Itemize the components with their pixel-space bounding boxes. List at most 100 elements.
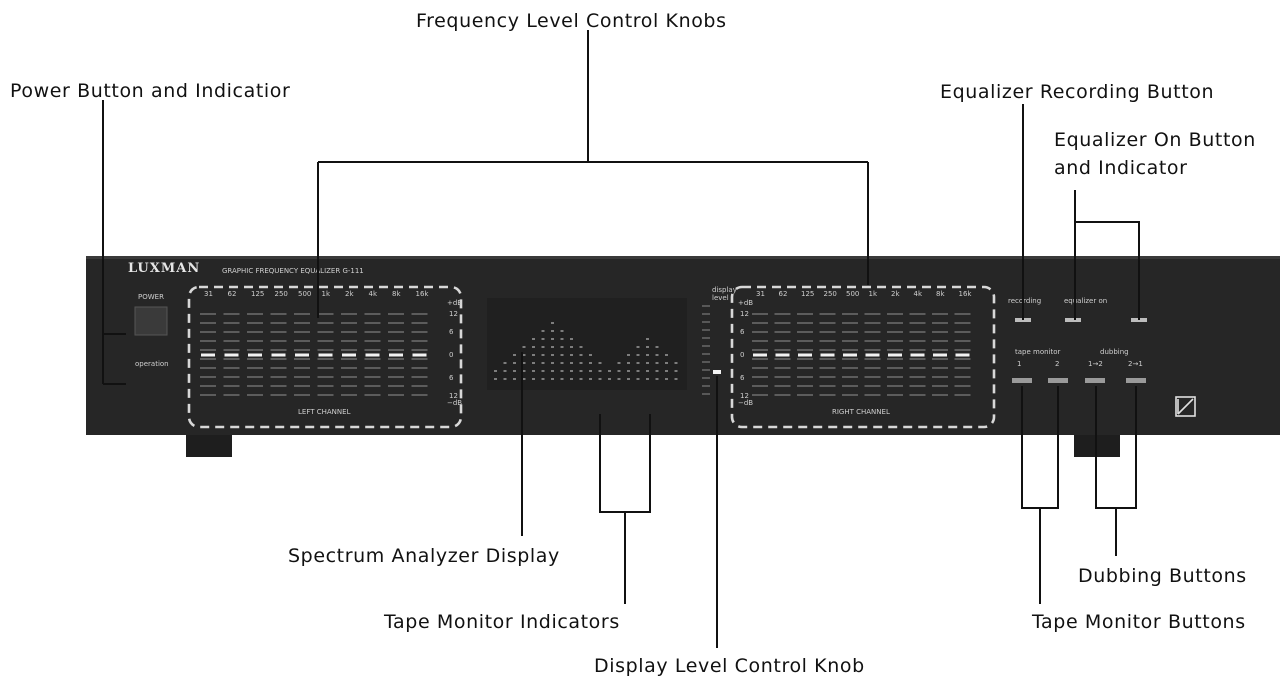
right-scale-1: 6 (740, 328, 745, 336)
level-text: level (712, 294, 729, 302)
right-band-label-1k: 1k (869, 290, 878, 298)
spectrum-dot (655, 362, 659, 364)
spectrum-dot (513, 370, 516, 372)
spectrum-dot (560, 330, 564, 332)
spectrum-dot (551, 362, 554, 364)
right-level-knob-4k[interactable] (910, 353, 925, 357)
left-level-knob-125[interactable] (248, 353, 262, 357)
spectrum-dot (627, 362, 630, 364)
dubbing-2-1-button[interactable] (1126, 378, 1146, 383)
display-level-marks (702, 305, 710, 395)
right-level-knob-31[interactable] (753, 353, 767, 357)
left-level-knob-8k[interactable] (389, 353, 403, 357)
right-level-knob-16k[interactable] (955, 353, 970, 357)
power-button[interactable] (134, 306, 168, 336)
spectrum-dot (494, 370, 497, 372)
right-band-label-250: 250 (824, 290, 837, 298)
equalizer-on-text: equalizer on (1064, 297, 1107, 305)
left-eq-frame (187, 285, 463, 429)
spectrum-dot (560, 378, 564, 380)
spectrum-dot (646, 338, 649, 340)
left-level-knob-31[interactable] (201, 353, 215, 357)
power-text: POWER (138, 293, 164, 301)
spectrum-dot (617, 362, 621, 364)
left-level-knob-62[interactable] (224, 353, 239, 357)
left-band-label-16k: 16k (416, 290, 430, 298)
spectrum-dot (665, 362, 668, 364)
label-display-level: Display Level Control Knob (594, 655, 865, 677)
label-spectrum: Spectrum Analyzer Display (288, 545, 560, 567)
right-scale-0: 12 (740, 310, 749, 318)
left-eq-sliders (200, 313, 428, 396)
spectrum-dot (551, 322, 554, 324)
spectrum-dot (522, 370, 526, 372)
spectrum-dot (532, 346, 535, 348)
spectrum-dot (494, 378, 497, 380)
spectrum-dot (589, 354, 592, 356)
spectrum-dot (589, 370, 592, 372)
spectrum-dot (627, 370, 630, 372)
left-scale-3: 6 (449, 374, 454, 382)
left-level-knob-16k[interactable] (412, 353, 427, 357)
display-text: display (712, 286, 737, 294)
right-level-knob-8k[interactable] (933, 353, 947, 357)
label-eq-on-line1: Equalizer On Button (1054, 129, 1256, 151)
left-band-label-500: 500 (298, 290, 311, 298)
right-scale-2: 0 (740, 351, 744, 359)
spectrum-dot (532, 362, 535, 364)
left-scale-0: 12 (449, 310, 458, 318)
tape-monitor-1-button[interactable] (1012, 378, 1032, 383)
spectrum-dot (503, 370, 507, 372)
spectrum-dot (646, 370, 649, 372)
left-level-knob-500[interactable] (295, 353, 309, 357)
dubbing-1-2-button[interactable] (1085, 378, 1105, 383)
spectrum-dot (674, 370, 678, 372)
brand-logo-text: LUXMAN (128, 261, 200, 276)
spectrum-dot (655, 370, 659, 372)
right-level-knob-125[interactable] (798, 353, 812, 357)
left-band-label-8k: 8k (392, 290, 401, 298)
display-level-knob[interactable] (713, 370, 721, 374)
left-level-knob-250[interactable] (271, 353, 286, 357)
spectrum-analyzer-display (487, 298, 687, 390)
left-band-label-1k: 1k (322, 290, 331, 298)
spectrum-dot (570, 354, 573, 356)
left-level-knob-2k[interactable] (342, 353, 356, 357)
model-text: GRAPHIC FREQUENCY EQUALIZER G-111 (222, 267, 364, 275)
spectrum-dot (551, 378, 554, 380)
left-level-knob-1k[interactable] (318, 353, 333, 357)
spectrum-dot (551, 346, 554, 348)
right-level-knob-62[interactable] (775, 353, 790, 357)
left-level-knob-4k[interactable] (365, 353, 380, 357)
tape-monitor-text: tape monitor (1015, 348, 1061, 356)
left-channel-text: LEFT CHANNEL (298, 408, 351, 416)
label-eq-recording: Equalizer Recording Button (940, 81, 1214, 103)
tape-monitor-2-text: 2 (1055, 360, 1059, 368)
label-tape-indicators: Tape Monitor Indicators (383, 611, 620, 633)
spectrum-dot (541, 362, 545, 364)
right-level-knob-2k[interactable] (888, 353, 902, 357)
spectrum-dot (570, 362, 573, 364)
spectrum-dot (513, 378, 516, 380)
spectrum-dot (541, 370, 545, 372)
right-db-minus: −dB (738, 399, 753, 407)
tape-monitor-2-button[interactable] (1048, 378, 1068, 383)
spectrum-dot (551, 330, 554, 332)
right-level-knob-250[interactable] (820, 353, 835, 357)
left-band-label-2k: 2k (345, 290, 354, 298)
spectrum-dot (636, 354, 640, 356)
spectrum-dot (617, 378, 621, 380)
right-scale-4: 12 (740, 392, 749, 400)
right-eq-frame (730, 285, 996, 429)
right-level-knob-500[interactable] (843, 353, 857, 357)
spectrum-dot (560, 354, 564, 356)
right-channel-text: RIGHT CHANNEL (832, 408, 890, 416)
equalizer-on-button[interactable] (1065, 318, 1081, 322)
spectrum-dot (636, 362, 640, 364)
spectrum-dot (579, 362, 583, 364)
spectrum-dot (541, 338, 545, 340)
label-tape-buttons: Tape Monitor Buttons (1031, 611, 1246, 633)
spectrum-dots (494, 322, 678, 380)
right-level-knob-1k[interactable] (865, 353, 880, 357)
right-band-label-31: 31 (756, 290, 765, 298)
